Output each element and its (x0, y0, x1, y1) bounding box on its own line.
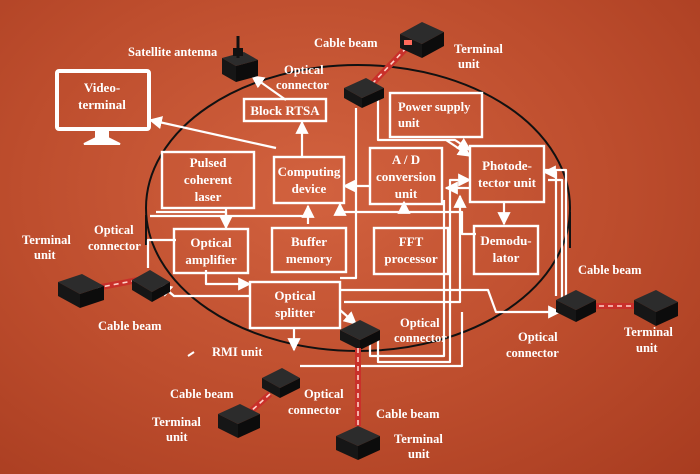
block-rtsa: Block RTSA (244, 99, 326, 121)
computing-device: Computing device (274, 157, 344, 203)
bottom-left-cable-beam (250, 394, 270, 412)
top-cable-beam-label: Cable beam (314, 36, 378, 50)
left-terminal-unit-icon (58, 274, 104, 308)
left-terminal-label-1: Terminal (22, 233, 71, 247)
svg-text:tector unit: tector unit (478, 175, 537, 190)
bottom-terminal-unit-icon (336, 426, 380, 460)
fft-processor: FFT processor (374, 228, 448, 274)
ad-conversion-unit: A / D conversion unit (370, 148, 442, 204)
bottom-terminal-label-2: unit (408, 447, 430, 461)
svg-text:splitter: splitter (275, 305, 315, 320)
svg-text:device: device (292, 181, 327, 196)
top-terminal-label-1: Terminal (454, 42, 503, 56)
bottom-left-connector-label-2: connector (288, 403, 341, 417)
svg-text:A / D: A / D (392, 152, 420, 167)
svg-text:Power supply: Power supply (398, 100, 471, 114)
pulsed-coherent-laser: Pulsed coherent laser (162, 152, 254, 208)
svg-text:memory: memory (286, 251, 333, 266)
svg-text:Pulsed: Pulsed (190, 155, 228, 170)
right-terminal-unit-icon (634, 290, 678, 326)
bottom-connector-label-1: Optical (400, 316, 440, 330)
right-terminal-label-2: unit (636, 341, 658, 355)
svg-text:Photode-: Photode- (482, 158, 532, 173)
left-cable-beam-label: Cable beam (98, 319, 162, 333)
top-terminal-label-2: unit (458, 57, 480, 71)
power-supply-unit: Power supply unit (390, 93, 482, 137)
svg-text:Buffer: Buffer (291, 234, 327, 249)
bottom-optical-connector-icon (340, 320, 380, 350)
bottom-left-terminal-label-2: unit (166, 430, 188, 444)
svg-text:Video-: Video- (84, 80, 120, 95)
svg-text:coherent: coherent (184, 172, 233, 187)
satellite-antenna-label: Satellite antenna (128, 45, 218, 59)
right-connector-label-2: connector (506, 346, 559, 360)
svg-text:laser: laser (195, 189, 222, 204)
svg-text:lator: lator (493, 250, 520, 265)
left-connector-label-2: connector (88, 239, 141, 253)
right-cable-beam-label: Cable beam (578, 263, 642, 277)
svg-text:Block RTSA: Block RTSA (250, 103, 320, 118)
photodetector-unit: Photode- tector unit (470, 146, 544, 202)
right-connector-label-1: Optical (518, 330, 558, 344)
right-terminal-label-1: Terminal (624, 325, 673, 339)
bottom-connector-label-2: connector (394, 331, 447, 345)
top-connector-label-2: connector (276, 78, 329, 92)
svg-text:amplifier: amplifier (185, 252, 236, 267)
top-terminal-unit-icon (400, 22, 444, 58)
top-connector-label-1: Optical (284, 63, 324, 77)
left-connector-label-1: Optical (94, 223, 134, 237)
svg-text:unit: unit (398, 116, 420, 130)
bottom-cable-beam-label: Cable beam (376, 407, 440, 421)
demodulator: Demodu- lator (474, 226, 538, 274)
bottom-left-terminal-label-1: Terminal (152, 415, 201, 429)
svg-text:FFT: FFT (399, 234, 424, 249)
svg-text:Demodu-: Demodu- (480, 233, 531, 248)
satellite-antenna-icon (222, 36, 258, 82)
rmi-unit-label: RMI unit (212, 345, 263, 359)
svg-text:Optical: Optical (190, 235, 232, 250)
svg-text:Computing: Computing (278, 164, 341, 179)
left-optical-connector-icon (132, 270, 170, 302)
video-terminal-monitor-icon: Video- terminal (57, 71, 149, 144)
svg-text:conversion: conversion (376, 169, 437, 184)
buffer-memory: Buffer memory (272, 228, 346, 272)
svg-text:terminal: terminal (78, 97, 126, 112)
left-terminal-label-2: unit (34, 248, 56, 262)
svg-text:processor: processor (384, 251, 437, 266)
bottom-left-connector-label-1: Optical (304, 387, 344, 401)
svg-text:Optical: Optical (274, 288, 316, 303)
svg-text:unit: unit (395, 186, 418, 201)
bottom-left-cable-beam-label: Cable beam (170, 387, 234, 401)
optical-splitter: Optical splitter (250, 282, 340, 328)
optical-amplifier: Optical amplifier (174, 229, 248, 273)
bottom-terminal-label-1: Terminal (394, 432, 443, 446)
